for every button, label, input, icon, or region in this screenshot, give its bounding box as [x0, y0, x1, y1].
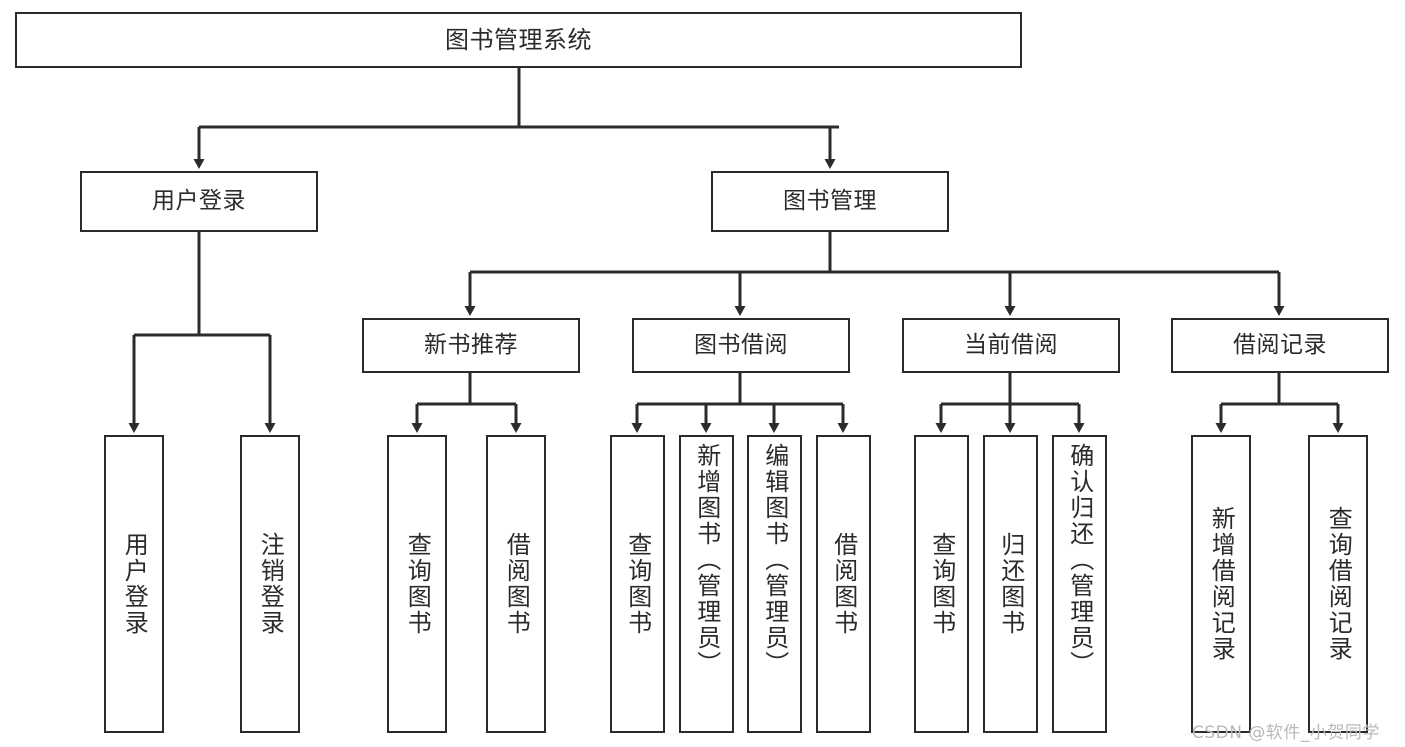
node-book-borrowing[interactable]: 图书借阅 — [632, 318, 850, 373]
leaf-current-return-book[interactable]: 归还图书 — [983, 435, 1038, 733]
node-label: 借阅图书 — [502, 532, 531, 636]
node-label: 图书管理系统 — [445, 25, 592, 54]
node-borrow-records[interactable]: 借阅记录 — [1171, 318, 1389, 373]
node-new-book-recommendation[interactable]: 新书推荐 — [362, 318, 580, 373]
node-label: 查询借阅记录 — [1324, 506, 1353, 662]
node-label: 借阅记录 — [1233, 331, 1327, 358]
leaf-borrow-borrow-book[interactable]: 借阅图书 — [816, 435, 871, 733]
node-label: 归还图书 — [996, 532, 1025, 636]
leaf-records-query-record[interactable]: 查询借阅记录 — [1308, 435, 1368, 733]
node-label: 新增借阅记录 — [1207, 506, 1236, 662]
node-label: 注销登录 — [256, 532, 285, 636]
node-label: 编辑图书（管理员） — [760, 443, 789, 677]
leaf-user-login-signin[interactable]: 用户登录 — [104, 435, 164, 733]
node-label: 图书管理 — [783, 187, 877, 214]
node-label: 查询图书 — [927, 532, 956, 636]
node-current-borrowing[interactable]: 当前借阅 — [902, 318, 1120, 373]
leaf-user-login-signout[interactable]: 注销登录 — [240, 435, 300, 733]
node-label: 新书推荐 — [424, 331, 518, 358]
leaf-current-confirm-return-admin[interactable]: 确认归还（管理员） — [1052, 435, 1107, 733]
leaf-borrow-query-book[interactable]: 查询图书 — [610, 435, 665, 733]
node-label: 确认归还（管理员） — [1065, 443, 1094, 677]
leaf-new-books-query-book[interactable]: 查询图书 — [387, 435, 447, 733]
node-user-login[interactable]: 用户登录 — [80, 171, 318, 232]
leaf-new-books-borrow-book[interactable]: 借阅图书 — [486, 435, 546, 733]
node-label: 图书借阅 — [694, 331, 788, 358]
node-label: 新增图书（管理员） — [692, 443, 721, 677]
node-label: 查询图书 — [403, 532, 432, 636]
node-book-management[interactable]: 图书管理 — [711, 171, 949, 232]
leaf-records-add-record[interactable]: 新增借阅记录 — [1191, 435, 1251, 733]
node-label: 用户登录 — [152, 187, 246, 214]
node-book-management-system[interactable]: 图书管理系统 — [15, 12, 1022, 68]
node-label: 借阅图书 — [829, 532, 858, 636]
leaf-current-query-book[interactable]: 查询图书 — [914, 435, 969, 733]
leaf-borrow-edit-book-admin[interactable]: 编辑图书（管理员） — [747, 435, 802, 733]
node-label: 用户登录 — [120, 532, 149, 636]
csdn-watermark: CSDN @软件_小贺同学 — [1192, 723, 1380, 743]
node-label: 当前借阅 — [964, 331, 1058, 358]
leaf-borrow-add-book-admin[interactable]: 新增图书（管理员） — [679, 435, 734, 733]
node-label: 查询图书 — [623, 532, 652, 636]
